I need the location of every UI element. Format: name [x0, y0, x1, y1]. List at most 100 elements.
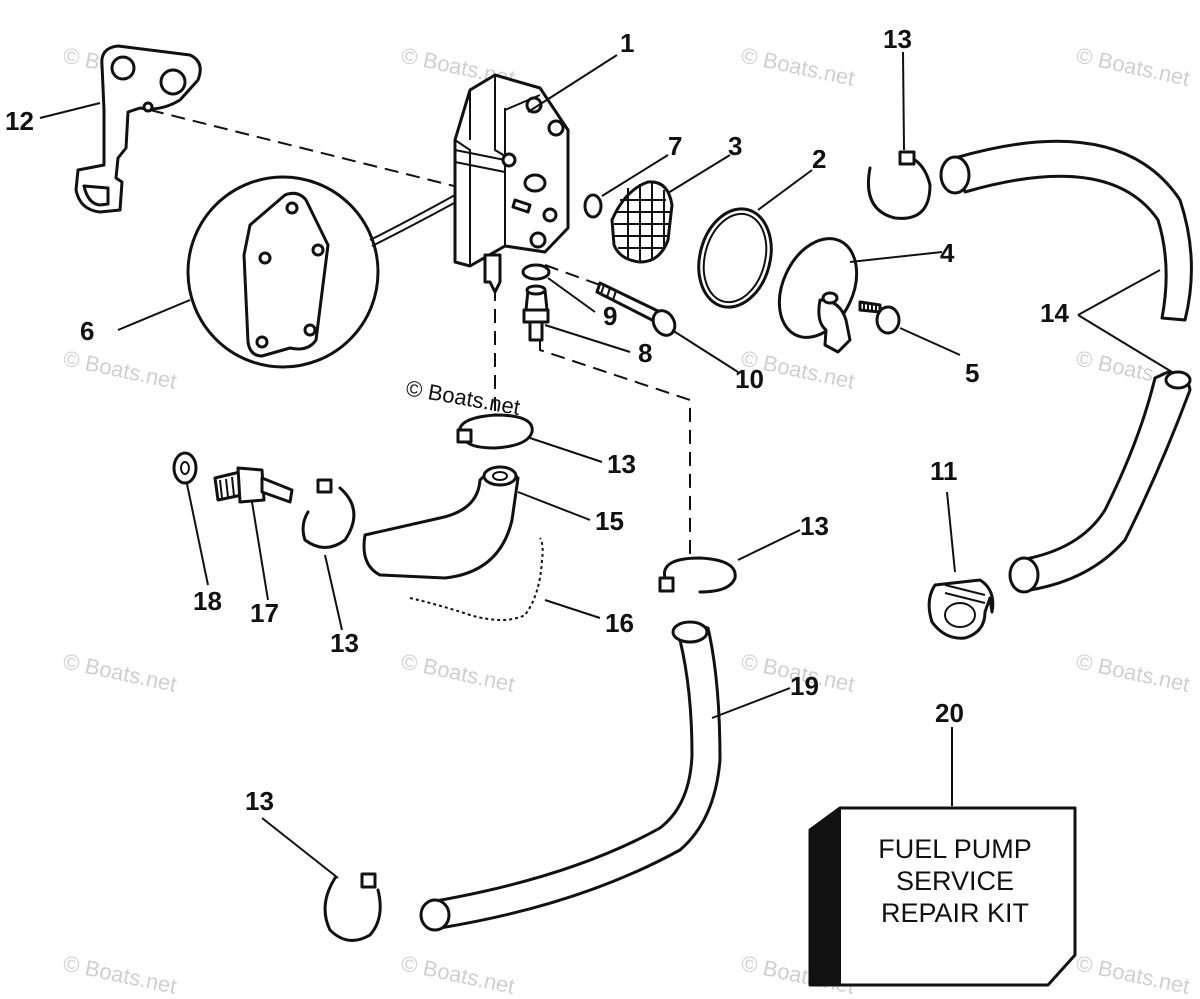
hose-part-19	[419, 620, 722, 932]
clamp-tab	[898, 150, 916, 166]
watermark: © Boats.net	[739, 42, 857, 90]
bracket-hole	[159, 68, 187, 96]
leader-11	[946, 491, 956, 573]
callout-labels: 1 2 3 4 5 6 7 8 9 10 11 12 13 13 13 13 1…	[5, 24, 1069, 816]
pump-screw	[529, 231, 547, 249]
fuel-pump-part-1	[453, 73, 570, 294]
kit-label-line3: REPAIR KIT	[881, 898, 1029, 928]
pump-gasket-line	[454, 149, 506, 173]
fitting-stem	[528, 320, 544, 342]
clamp-ring	[457, 413, 534, 450]
assembly-line	[149, 109, 471, 191]
gasket-hole	[303, 323, 317, 337]
fitting-hex	[522, 308, 550, 324]
callout-13: 13	[330, 628, 359, 658]
cover-disk	[777, 237, 859, 339]
leader-5	[899, 327, 961, 356]
spring-part-16	[409, 537, 544, 621]
gasket-hole	[285, 201, 299, 215]
callout-16: 16	[605, 608, 634, 638]
hose-elbow	[362, 471, 520, 580]
washer-part-18	[172, 451, 198, 485]
assembly-line	[539, 340, 691, 565]
callout-13: 13	[883, 24, 912, 54]
callout-8: 8	[638, 338, 652, 368]
callout-13: 13	[245, 786, 274, 816]
repair-kit-part-20: FUEL PUMP SERVICE REPAIR KIT	[808, 806, 1077, 987]
clamp-tab	[316, 478, 333, 494]
fitting-stem	[260, 476, 294, 504]
callout-18: 18	[193, 586, 222, 616]
leader-13a	[902, 51, 905, 151]
fitting-threads	[219, 476, 235, 499]
o-ring-outer	[697, 207, 773, 309]
leader-13e	[261, 817, 339, 879]
gasket-shape	[242, 191, 330, 358]
clamp-tab	[456, 428, 473, 444]
clamp-part-13	[456, 413, 534, 450]
leader-13d	[737, 529, 801, 561]
callout-17: 17	[250, 598, 279, 628]
watermark: © Boats.net	[61, 648, 179, 696]
leader-13b	[529, 437, 603, 463]
kit-label-line2: SERVICE	[896, 866, 1014, 896]
washer-outer	[172, 451, 198, 485]
hose-upper	[953, 139, 1193, 322]
bracket-slot	[82, 184, 110, 207]
leader-lines	[39, 51, 1173, 879]
callout-4: 4	[940, 238, 955, 268]
watermark: © Boats.net	[61, 950, 179, 998]
pump-edge	[454, 89, 471, 266]
assembly-line	[544, 264, 601, 286]
callout-13: 13	[607, 449, 636, 479]
hose-part-15	[362, 465, 520, 580]
callout-3: 3	[728, 131, 742, 161]
leader-18	[186, 483, 209, 586]
clamp-hole	[944, 602, 976, 628]
callout-15: 15	[595, 506, 624, 536]
main-watermark: © Boats.net	[404, 375, 522, 420]
pump-screw	[542, 207, 558, 223]
hose-end	[419, 898, 451, 932]
kit-box-side	[809, 806, 841, 986]
watermark: © Boats.net	[1074, 42, 1192, 90]
gasket-hole	[255, 335, 269, 349]
pump-screw	[501, 152, 517, 168]
fitting-opening	[525, 284, 547, 296]
pump-port	[523, 173, 547, 193]
bracket-hole	[110, 55, 136, 81]
gasket-hole	[258, 251, 272, 265]
leader-15	[517, 491, 591, 521]
bracket-part-12	[74, 44, 202, 214]
hose-end	[1008, 556, 1040, 594]
o-ring-part-9	[521, 263, 551, 281]
clamp-ring	[323, 876, 382, 942]
clamp-part-13	[301, 478, 356, 549]
watermark: © Boats.net	[1074, 950, 1192, 998]
leader-6	[117, 299, 191, 331]
callout-2: 2	[812, 144, 826, 174]
callout-10: 10	[735, 364, 764, 394]
leader-3	[667, 154, 731, 194]
screen-grid	[614, 182, 670, 262]
callout-12: 12	[5, 106, 34, 136]
hose-end	[482, 465, 518, 487]
leader-14	[1077, 269, 1173, 373]
clamp-part-11	[927, 578, 995, 640]
cover-part-4	[777, 237, 859, 354]
pump-screw	[525, 96, 543, 114]
assembly-lines	[149, 109, 691, 565]
callout-5: 5	[965, 358, 979, 388]
clamp-ring	[301, 486, 356, 549]
gasket-detail-part-6	[186, 175, 457, 369]
fitting-part-8	[522, 284, 550, 342]
hose-bore	[492, 471, 508, 481]
callout-6: 6	[80, 316, 94, 346]
fitting-hex	[236, 466, 266, 504]
leader-13c	[324, 554, 343, 631]
detail-leader	[371, 201, 457, 247]
hose-end	[1164, 370, 1192, 390]
watermark: © Boats.net	[1074, 648, 1192, 696]
screw-part-10	[595, 281, 677, 337]
filter-screen-part-3	[610, 180, 674, 264]
